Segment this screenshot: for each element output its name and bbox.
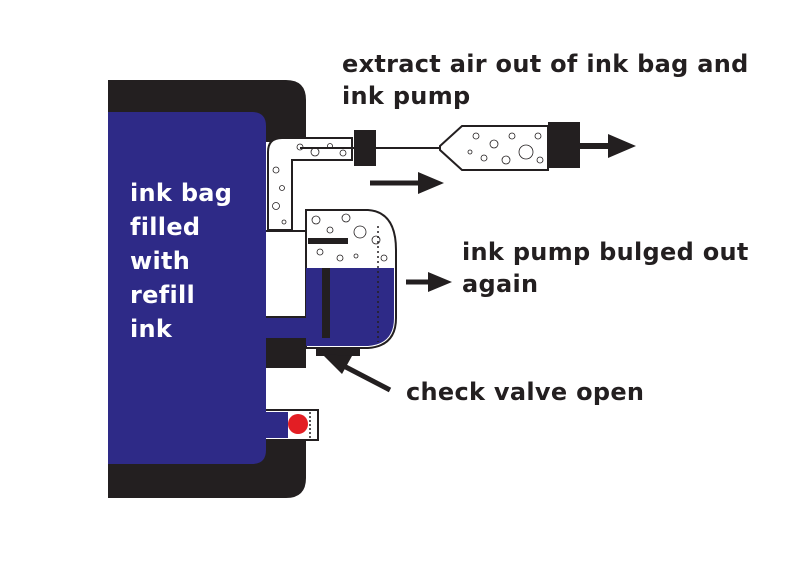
syringe-plunger — [548, 122, 580, 168]
ink-bag-label-line5: ink — [130, 315, 173, 343]
outlet-ink — [264, 412, 288, 438]
bulge-arrow-head — [428, 272, 452, 292]
air-channel — [267, 137, 353, 231]
valve-ball — [288, 414, 308, 434]
extract-air-label-line2: ink pump — [342, 82, 471, 110]
check-valve-stem — [322, 268, 330, 338]
air-bubbles-channel — [272, 143, 347, 225]
cartridge-gap-lower — [266, 368, 306, 412]
pump-bulged-label-line2: again — [462, 270, 539, 298]
air-bubbles-pump — [311, 213, 388, 262]
extract-air-label: extract air out of ink bag and ink pump — [342, 48, 749, 112]
cartridge-gap-middle — [266, 232, 306, 316]
valve-arrow-head — [322, 354, 352, 374]
ink-bag-label-line4: refill — [130, 281, 196, 309]
pump-base — [316, 348, 360, 356]
ink-bag-label-line1: ink bag — [130, 179, 233, 207]
ink-bag-label-line2: filled — [130, 213, 201, 241]
ink-channel — [264, 318, 322, 338]
air-bubbles-syringe — [467, 132, 544, 165]
check-valve-plate — [308, 238, 348, 244]
valve-arrow-shaft — [338, 361, 392, 393]
extract-air-label-line1: extract air out of ink bag and — [342, 50, 749, 78]
pump-bulged-label-line1: ink pump bulged out — [462, 238, 749, 266]
pump-bulged-label: ink pump bulged out again — [462, 236, 749, 300]
ink-bag-label: ink bag filled with refill ink — [130, 176, 232, 346]
ink-bag-label-line3: with — [130, 247, 191, 275]
suction-arrow-head — [418, 172, 444, 194]
ink-bag — [108, 112, 266, 464]
plunger-arrow-head — [608, 134, 636, 158]
check-valve-label-text: check valve open — [406, 378, 645, 406]
check-valve-label: check valve open — [406, 376, 644, 408]
